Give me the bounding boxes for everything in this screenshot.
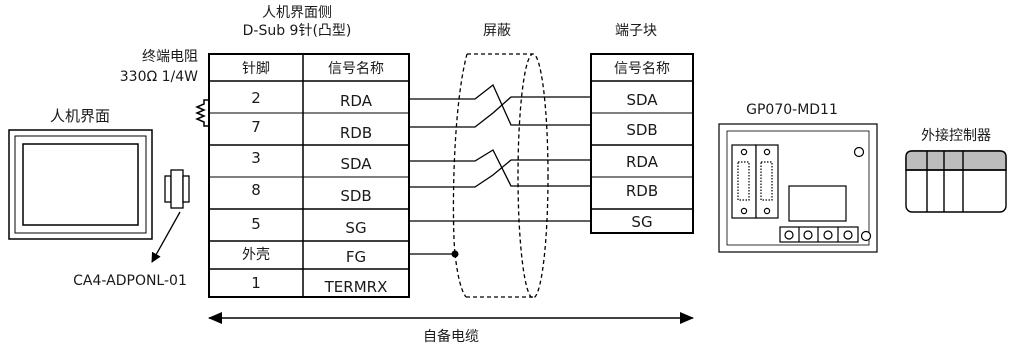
pin-cell: 1 [251,274,261,292]
cable-shield [452,53,549,299]
resistor-label: 终端电阻 [142,49,198,65]
adapter-label: CA4-ADPONL-01 [73,273,187,289]
module-label: GP070-MD11 [746,102,838,118]
signal-cell: RDB [626,182,658,200]
terminal-block-table: 信号名称 SDA SDB RDA RDB SG [590,53,694,234]
signal-cell: SG [631,213,652,231]
signal-cell: SDB [340,187,371,205]
pin-cell: 3 [251,149,261,167]
pin-cell: 外壳 [242,246,270,263]
signal-cell: TERMRX [324,278,388,296]
signal-cell: SDB [626,121,657,139]
signal-cell: RDB [340,124,372,142]
col-header-signal: 信号名称 [614,61,670,77]
signal-cell: FG [346,248,366,266]
terminating-resistor-icon [195,99,209,127]
signal-wires [409,83,591,255]
pin-cell: 5 [251,215,261,233]
adapter-connector-icon [164,169,190,209]
signal-cell: SDA [340,155,372,173]
controller-label: 外接控制器 [921,127,991,144]
hmi-side-title: 人机界面侧 [262,5,332,21]
signal-cell: RDA [340,92,373,110]
pin-cell: 7 [251,118,261,136]
terminal-block-label: 端子块 [615,23,657,39]
hmi-device-icon [8,129,153,240]
cable-label: 自备电缆 [423,328,479,345]
module-device-icon [718,123,878,253]
resistor-value: 330Ω 1/4W [120,69,198,85]
signal-cell: SG [345,219,366,237]
dsub-connector-title: D-Sub 9针(凸型) [243,23,352,39]
shield-label: 屏蔽 [483,23,511,39]
signal-cell: RDA [626,153,659,171]
pin-cell: 2 [251,89,261,107]
col-header-signal: 信号名称 [328,61,384,77]
pin-cell: 8 [251,181,261,199]
adapter-pointer-arrow [151,211,181,263]
col-header-pin: 针脚 [242,61,270,77]
controller-device-icon [905,150,1007,213]
hmi-pin-table: 针脚 信号名称 2 RDA 7 RDB 3 SDA 8 SDB 5 SG 外壳 … [208,53,410,298]
signal-cell: SDA [626,91,658,109]
hmi-label: 人机界面 [50,107,110,125]
